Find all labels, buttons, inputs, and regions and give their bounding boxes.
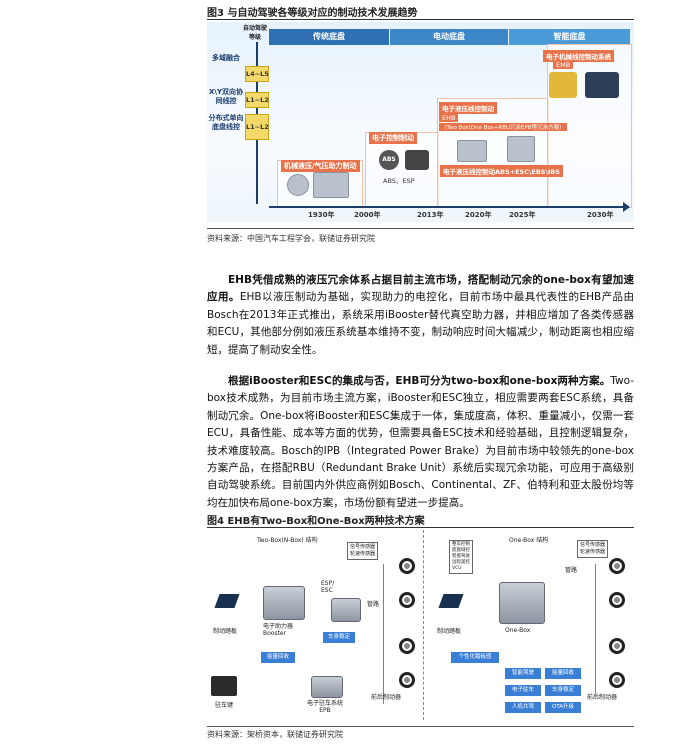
combo-label: 电子液压线控制动ABS+ESC\EBS\IBS (440, 165, 563, 177)
level-box-l45: L4~L5 (245, 66, 269, 82)
year-1930: 1930年 (308, 211, 335, 219)
stage3-device-b (507, 136, 535, 162)
timeline-arrow (623, 202, 630, 212)
feature-co-driving: 人机共驾 (505, 702, 541, 713)
esp-unit (331, 598, 361, 622)
onebox-front-rear: 前后制动器 (587, 694, 618, 701)
year-2020: 2020年 (465, 211, 492, 219)
figure3-title: 图3 与自动驾驶各等级对应的制动技术发展趋势 (207, 8, 418, 19)
timeline-axis (269, 206, 629, 208)
twobox-wheel-1 (399, 558, 415, 574)
onebox-header: One-Box 结构 (509, 537, 549, 544)
figure4-top-rule (207, 527, 634, 528)
era-traditional: 传统底盘 (269, 29, 389, 45)
emb-caliper (549, 72, 577, 98)
level-box-l12: L1~L2 (245, 114, 269, 140)
level-box-l3: L1~L2 (245, 92, 269, 108)
onebox-pedal-feel: 个性化踏板感 (451, 652, 499, 663)
twobox-parking-label: 驻车键 (215, 702, 234, 709)
twobox-stability: 车身稳定 (323, 632, 355, 643)
stage3-sub: EHB (439, 114, 459, 122)
figure3-bottom-rule (207, 228, 634, 229)
esp-car-icon (405, 150, 429, 170)
abs-icon: ABS (379, 150, 399, 170)
figure3-top-rule (207, 19, 634, 20)
paragraph-2: 根据iBooster和ESC的集成与否，EHB可分为two-box和one-bo… (207, 373, 634, 512)
level-desc-l45: 多域融合 (212, 54, 240, 62)
stage4-label: 电子机械线控制动系统 (543, 50, 614, 62)
epb-unit (311, 676, 343, 698)
stage2-sub: ABS、ESP (383, 177, 415, 185)
twobox-esp-label: ESP/ ESC (321, 580, 335, 594)
level-desc-l12: 分布式单向底盘线控 (208, 114, 244, 131)
feature-stability: 车身稳定 (545, 685, 581, 696)
stage2-panel (365, 132, 439, 208)
level-desc-l3: X\Y双向协同线控 (208, 88, 244, 105)
twobox-pedal-label: 制动踏板 (213, 628, 238, 635)
stage2-label: 电子控制制动 (369, 132, 417, 144)
onebox-unit-label: One-Box (505, 627, 531, 634)
figure4-diagram: Two-Box(N-Box) 结构 信号传感器 轮速传感器 ESP/ ESC 管… (207, 528, 634, 724)
stage1-device-right (313, 172, 349, 198)
twobox-header: Two-Box(N-Box) 结构 (257, 537, 318, 544)
feature-energy-recovery: 能量回收 (545, 668, 581, 679)
onebox-pedal-label: 制动踏板 (437, 628, 462, 635)
onebox-pedal (438, 594, 464, 608)
stage3-device-a (457, 140, 487, 162)
feature-ota: OTA升级 (545, 702, 581, 713)
onebox-unit (499, 582, 545, 624)
twobox-wheel-bus (383, 564, 384, 704)
twobox-pedal (214, 594, 240, 608)
onebox-wheel-3 (609, 638, 625, 654)
emb-module (585, 72, 619, 98)
era-electric: 电动底盘 (390, 29, 508, 45)
stage3-note: （Two Box\One Box+RBU冗余EPB等冗余方案） (439, 123, 567, 131)
feature-smart-driving: 智能驾驶 (505, 668, 541, 679)
divider-dashed (423, 530, 424, 720)
figure4-title: 图4 EHB有Two-Box和One-Box两种技术方案 (207, 516, 425, 527)
twobox-sensors: 信号传感器 轮速传感器 (347, 542, 379, 560)
feature-epb: 电子驻车 (505, 685, 541, 696)
year-2013: 2013年 (417, 211, 444, 219)
figure3-diagram: 自动驾驶等级 多域融合 L4~L5 X\Y双向协同线控 L1~L2 分布式单向底… (207, 22, 634, 222)
year-2030: 2030年 (587, 211, 614, 219)
twobox-wheel-3 (399, 638, 415, 654)
axis-header: 自动驾驶等级 (242, 25, 267, 41)
stage3-label: 电子液压线控制动 (439, 102, 497, 114)
paragraph-1: EHB凭借成熟的液压冗余体系占据目前主流市场，搭配制动冗余的one-box有望加… (207, 272, 634, 359)
twobox-wheel-4 (399, 672, 415, 688)
onebox-domain-ctrl: 整车控制 底盘域控 智能驾驶 远程遥控 VCU (449, 540, 473, 574)
booster-unit (263, 586, 305, 620)
stage1-device-left (287, 174, 309, 196)
twobox-energy: 能量回收 (261, 652, 295, 663)
onebox-wheel-4 (609, 672, 625, 688)
paragraph-1-lead: EHB凭借成熟的液压冗余体系占据目前主流市场，搭配制动冗余的one-box有望加… (207, 274, 634, 304)
onebox-wheel-bus (595, 564, 596, 694)
figure4-bottom-rule (207, 726, 634, 727)
era-smart: 智能底盘 (509, 29, 630, 45)
booster-label: 电子助力器 Booster (263, 623, 294, 637)
onebox-wheel-1 (609, 558, 625, 574)
twobox-pipe-label: 管路 (367, 601, 380, 608)
figure4-source: 资料来源：架桥资本，联储证券研究院 (207, 730, 343, 739)
parking-button-icon (211, 676, 237, 696)
onebox-sensors: 信号传感器 轮速传感器 (577, 540, 609, 558)
twobox-front-rear: 前后制动器 (371, 694, 402, 701)
stage4-sub: EMB (553, 61, 574, 69)
epb-label: 电子驻车系统 EPB (307, 700, 344, 714)
stage1-label: 机械液压/气压助力制动 (281, 160, 360, 172)
year-2025: 2025年 (509, 211, 536, 219)
twobox-wheel-2 (399, 592, 415, 608)
year-2000: 2000年 (354, 211, 381, 219)
onebox-pipe-label: 管路 (565, 567, 578, 574)
figure3-source: 资料来源：中国汽车工程学会，联储证券研究院 (207, 234, 375, 243)
paragraph-1-body: EHB以液压制动为基础，实现助力的电控化，目前市场中最具代表性的EHB产品由Bo… (207, 291, 635, 356)
paragraph-2-lead: 根据iBooster和ESC的集成与否，EHB可分为two-box和one-bo… (228, 375, 611, 387)
onebox-wheel-2 (609, 592, 625, 608)
paragraph-2-body: Two-box技术成熟，为目前市场主流方案，iBooster和ESC独立，相应需… (207, 375, 634, 509)
